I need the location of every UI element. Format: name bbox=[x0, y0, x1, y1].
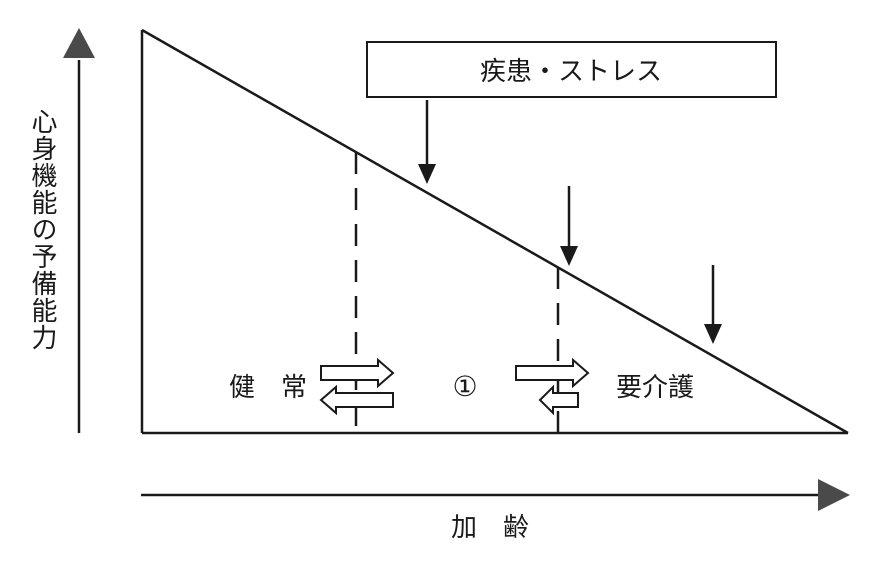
stress-box: 疾患・ストレス bbox=[366, 41, 777, 98]
down-arrow-icon bbox=[704, 324, 722, 344]
y-axis bbox=[63, 28, 95, 433]
transition-arrows-2 bbox=[515, 357, 590, 416]
down-arrow-icon bbox=[418, 164, 436, 184]
x-axis-label: 加 齢 bbox=[451, 513, 529, 543]
stress-arrow-3 bbox=[704, 265, 722, 344]
stage-label-care-needed: 要介護 bbox=[616, 373, 694, 403]
stress-box-label: 疾患・ストレス bbox=[480, 57, 662, 87]
y-axis-arrowhead-icon bbox=[63, 28, 95, 58]
left-block-arrow-icon bbox=[538, 384, 579, 416]
stress-arrow-1 bbox=[418, 100, 436, 184]
right-block-arrow-icon bbox=[320, 357, 395, 389]
right-block-arrow-icon bbox=[515, 357, 590, 389]
x-axis-arrowhead-icon bbox=[818, 479, 850, 511]
transition-arrows-1 bbox=[319, 357, 395, 416]
stage-label-healthy: 健 常 bbox=[229, 373, 307, 403]
x-axis bbox=[141, 479, 850, 511]
decline-triangle bbox=[140, 28, 849, 435]
down-arrow-icon bbox=[560, 246, 578, 266]
stage-label-middle: ① bbox=[452, 370, 477, 403]
y-axis-label: 心身機能の予備能力 bbox=[27, 108, 57, 351]
decline-line bbox=[141, 28, 849, 435]
stress-arrow-2 bbox=[560, 186, 578, 266]
left-block-arrow-icon bbox=[319, 384, 394, 416]
